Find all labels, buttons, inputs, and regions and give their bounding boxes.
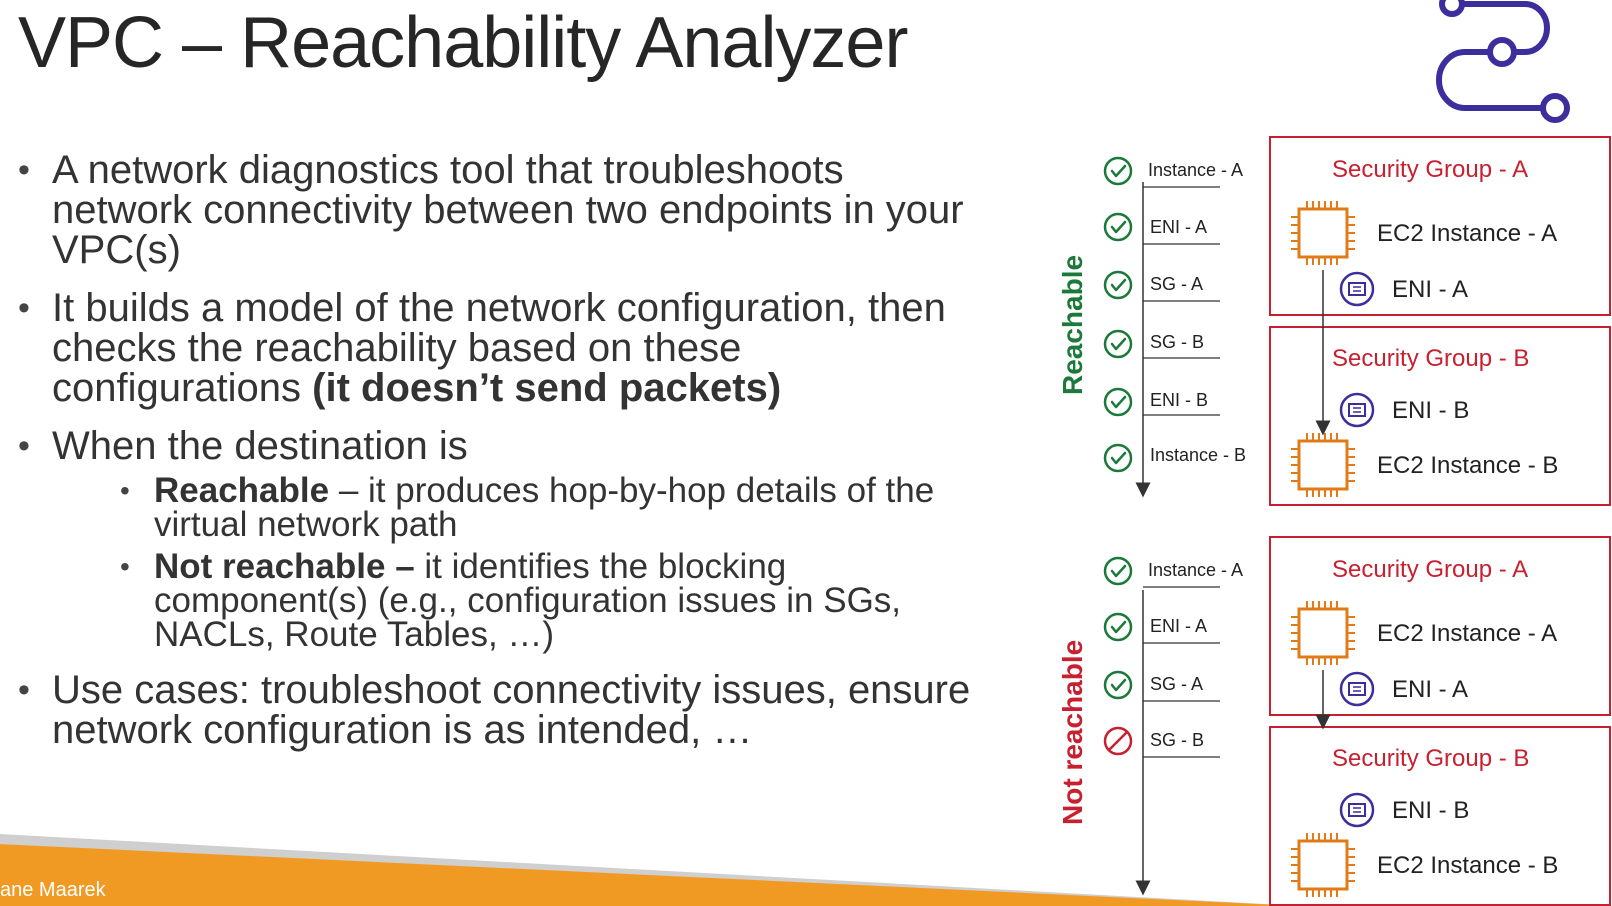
check-icon bbox=[1103, 270, 1133, 300]
ec2-b-label: EC2 Instance - B bbox=[1377, 452, 1558, 479]
hop-label: SG - A bbox=[1150, 274, 1203, 294]
sg-a-title: Security Group - A bbox=[1332, 156, 1528, 183]
check-icon bbox=[1103, 387, 1133, 417]
hop-label: Instance - A bbox=[1148, 560, 1243, 580]
hop-label: SG - B bbox=[1150, 332, 1204, 352]
sub-bullet-reachable: Reachable – it produces hop-by-hop detai… bbox=[120, 471, 978, 544]
bullet-2-text: It builds a model of the network configu… bbox=[52, 286, 946, 410]
sub-bullet-reachable-bold: Reachable bbox=[154, 471, 330, 510]
not-reachable-sg-a-box: Security Group - A EC2 Instance - A ENI … bbox=[1269, 536, 1611, 716]
ec2-chip-icon bbox=[1289, 599, 1357, 667]
eni-icon bbox=[1339, 792, 1375, 828]
eni-a-label: ENI - A bbox=[1392, 676, 1468, 703]
sub-bullet-reachable-text: – it produces hop-by-hop details of the … bbox=[154, 471, 935, 544]
eni-icon bbox=[1339, 271, 1375, 307]
reachability-logo-icon bbox=[1436, 0, 1570, 123]
bullet-1: A network diagnostics tool that troubles… bbox=[18, 150, 978, 270]
ec2-a-label: EC2 Instance - A bbox=[1377, 220, 1557, 247]
hop-label: ENI - A bbox=[1150, 616, 1207, 636]
check-icon bbox=[1103, 212, 1133, 242]
hop-label: ENI - B bbox=[1150, 390, 1208, 410]
reachable-label: Reachable bbox=[1057, 255, 1088, 395]
ec2-chip-icon bbox=[1289, 831, 1357, 899]
check-icon bbox=[1103, 329, 1133, 359]
check-icon bbox=[1103, 612, 1133, 642]
eni-a-label: ENI - A bbox=[1392, 276, 1468, 303]
hop-label: SG - B bbox=[1150, 730, 1204, 750]
reachable-sg-a-box: Security Group - A EC2 Instance - A ENI … bbox=[1269, 136, 1611, 316]
ec2-chip-icon bbox=[1289, 199, 1357, 267]
eni-b-label: ENI - B bbox=[1392, 797, 1469, 824]
check-icon bbox=[1103, 556, 1133, 586]
ec2-b-label: EC2 Instance - B bbox=[1377, 852, 1558, 879]
eni-b-label: ENI - B bbox=[1392, 397, 1469, 424]
sub-bullet-not-reachable-bold: Not reachable – bbox=[154, 547, 415, 586]
eni-icon bbox=[1339, 671, 1375, 707]
sg-b-title: Security Group - B bbox=[1332, 745, 1529, 772]
bullet-list: A network diagnostics tool that troubles… bbox=[18, 150, 978, 768]
sg-b-title: Security Group - B bbox=[1332, 345, 1529, 372]
ec2-chip-icon bbox=[1289, 431, 1357, 499]
not-reachable-sg-b-box: Security Group - B ENI - B EC2 Instance … bbox=[1269, 726, 1611, 906]
ec2-a-label: EC2 Instance - A bbox=[1377, 620, 1557, 647]
check-icon bbox=[1103, 443, 1133, 473]
bullet-3: When the destination is Reachable – it p… bbox=[18, 426, 978, 652]
sub-bullet-not-reachable-text: it identifies the blocking component(s) … bbox=[154, 547, 902, 654]
sg-a-title: Security Group - A bbox=[1332, 556, 1528, 583]
hop-label: SG - A bbox=[1150, 674, 1203, 694]
check-icon bbox=[1103, 156, 1133, 186]
bullet-2: It builds a model of the network configu… bbox=[18, 288, 978, 408]
reachable-hops: Instance - A ENI - A SG - A SG - B ENI -… bbox=[1103, 156, 1246, 498]
footer-author: ane Maarek bbox=[0, 879, 106, 901]
bullet-4: Use cases: troubleshoot connectivity iss… bbox=[18, 670, 978, 750]
bullet-3-text: When the destination is bbox=[52, 424, 468, 468]
hop-label: Instance - B bbox=[1150, 445, 1246, 465]
slide-title: VPC – Reachability Analyzer bbox=[18, 3, 908, 83]
reachable-sg-b-box: Security Group - B ENI - B EC2 Instance … bbox=[1269, 326, 1611, 506]
blocked-icon bbox=[1103, 726, 1133, 756]
not-reachable-label: Not reachable bbox=[1057, 640, 1088, 825]
sub-bullet-not-reachable: Not reachable – it identifies the blocki… bbox=[120, 547, 978, 654]
bullet-2-bold: (it doesn’t send packets) bbox=[312, 366, 782, 410]
eni-icon bbox=[1339, 392, 1375, 428]
hop-label: Instance - A bbox=[1148, 160, 1243, 180]
hop-label: ENI - A bbox=[1150, 217, 1207, 237]
check-icon bbox=[1103, 670, 1133, 700]
not-reachable-hops: Instance - A ENI - A SG - A SG - B bbox=[1103, 556, 1243, 896]
